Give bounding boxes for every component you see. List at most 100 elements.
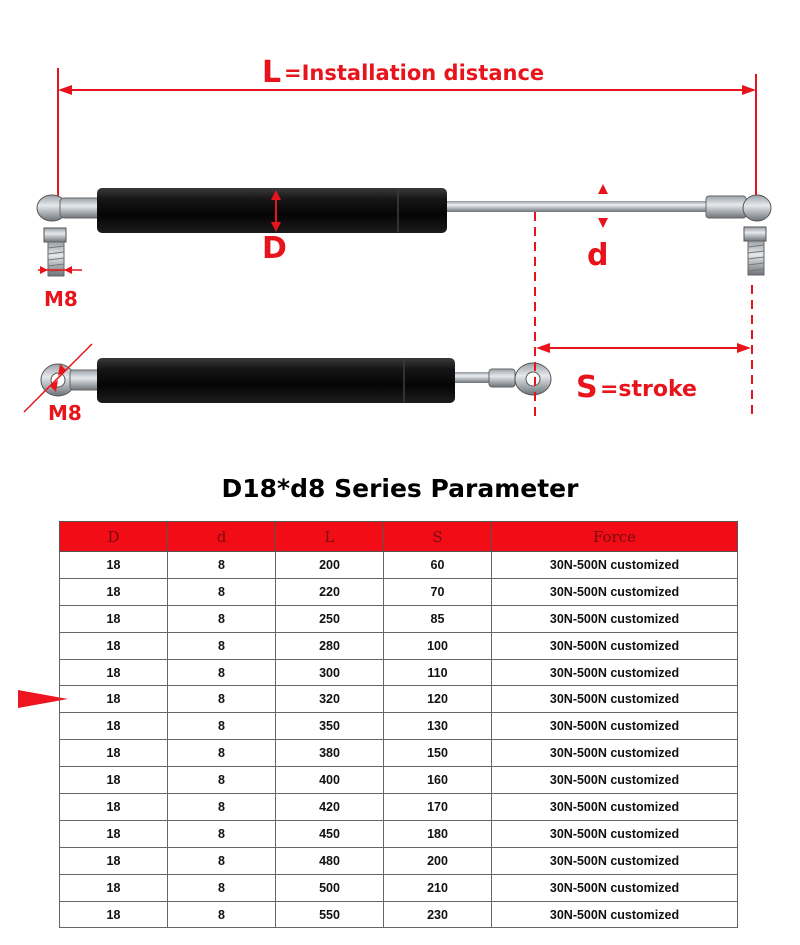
installation-label: =Installation distance <box>284 61 544 85</box>
table-header-row: D d L S Force <box>59 521 738 552</box>
table-cell: 30N-500N customized <box>491 873 738 902</box>
thread-dimension-bottom <box>23 343 93 413</box>
table-cell: 18 <box>59 712 168 741</box>
table-cell: 18 <box>59 604 168 633</box>
table-cell: 220 <box>275 577 384 606</box>
table-cell: 60 <box>383 551 492 579</box>
table-cell: 100 <box>383 631 492 660</box>
table-cell: 8 <box>167 604 276 633</box>
table-cell: 18 <box>59 685 168 714</box>
table-cell: 30N-500N customized <box>491 658 738 687</box>
table-cell: 8 <box>167 793 276 821</box>
column-header-d: d <box>167 521 276 552</box>
thread-dimension-top <box>38 266 82 274</box>
table-cell: 30N-500N customized <box>491 900 738 929</box>
highlight-arrow-marker <box>18 690 68 708</box>
table-cell: 120 <box>383 685 492 714</box>
table-cell: 18 <box>59 577 168 606</box>
table-cell: 130 <box>383 712 492 741</box>
table-cell: 8 <box>167 712 276 741</box>
table-cell: 30N-500N customized <box>491 739 738 768</box>
gas-spring-ball-end <box>36 188 772 277</box>
stroke-dimension <box>534 212 753 420</box>
table-cell: 30N-500N customized <box>491 604 738 633</box>
column-header-D: D <box>59 521 168 552</box>
gas-spring-diagram: L =Installation distance <box>23 55 772 425</box>
table-cell: 8 <box>167 846 276 875</box>
stroke-label: =stroke <box>600 377 697 402</box>
table-cell: 18 <box>59 658 168 687</box>
table-cell: 170 <box>383 793 492 821</box>
cylinder-diameter-arrow <box>271 190 281 232</box>
rod-diameter-arrow <box>598 184 608 228</box>
table-cell: 18 <box>59 766 168 795</box>
table-cell: 18 <box>59 819 168 848</box>
table-cell: 420 <box>275 793 384 821</box>
table-cell: 30N-500N customized <box>491 577 738 606</box>
table-cell: 8 <box>167 819 276 848</box>
table-cell: 70 <box>383 577 492 606</box>
table-cell: 380 <box>275 739 384 768</box>
table-cell: 110 <box>383 658 492 687</box>
column-header-S: S <box>383 521 492 552</box>
table-cell: 18 <box>59 873 168 902</box>
rod-diameter-label: d <box>587 238 608 273</box>
table-cell: 150 <box>383 739 492 768</box>
table-cell: 18 <box>59 551 168 579</box>
table-cell: 180 <box>383 819 492 848</box>
table-cell: 8 <box>167 631 276 660</box>
parameter-table-title: D18*d8 Series Parameter <box>221 474 579 503</box>
table-cell: 30N-500N customized <box>491 685 738 714</box>
table-cell: 30N-500N customized <box>491 631 738 660</box>
table-cell: 30N-500N customized <box>491 712 738 741</box>
table-cell: 450 <box>275 819 384 848</box>
table-cell: 320 <box>275 685 384 714</box>
table-cell: 30N-500N customized <box>491 551 738 579</box>
table-cell: 280 <box>275 631 384 660</box>
table-cell: 8 <box>167 900 276 929</box>
table-cell: 18 <box>59 739 168 768</box>
thread-label-bottom: M8 <box>48 401 82 425</box>
table-cell: 8 <box>167 739 276 768</box>
table-cell: 230 <box>383 900 492 929</box>
thread-label-top: M8 <box>44 287 78 311</box>
installation-dimension <box>57 68 757 205</box>
table-cell: 30N-500N customized <box>491 819 738 848</box>
table-cell: 18 <box>59 793 168 821</box>
gas-spring-eyelet-end <box>40 358 552 403</box>
table-cell: 200 <box>275 551 384 579</box>
table-cell: 200 <box>383 846 492 875</box>
column-header-force: Force <box>491 521 738 552</box>
stroke-letter: S <box>576 370 598 405</box>
table-cell: 160 <box>383 766 492 795</box>
table-cell: 30N-500N customized <box>491 766 738 795</box>
table-cell: 480 <box>275 846 384 875</box>
cylinder-diameter-label: D <box>262 231 287 266</box>
table-cell: 500 <box>275 873 384 902</box>
table-cell: 8 <box>167 766 276 795</box>
table-cell: 8 <box>167 551 276 579</box>
table-cell: 8 <box>167 577 276 606</box>
table-cell: 85 <box>383 604 492 633</box>
table-cell: 18 <box>59 846 168 875</box>
table-cell: 210 <box>383 873 492 902</box>
table-cell: 8 <box>167 685 276 714</box>
installation-letter: L <box>262 55 281 90</box>
table-cell: 8 <box>167 873 276 902</box>
table-cell: 18 <box>59 900 168 929</box>
table-cell: 8 <box>167 658 276 687</box>
